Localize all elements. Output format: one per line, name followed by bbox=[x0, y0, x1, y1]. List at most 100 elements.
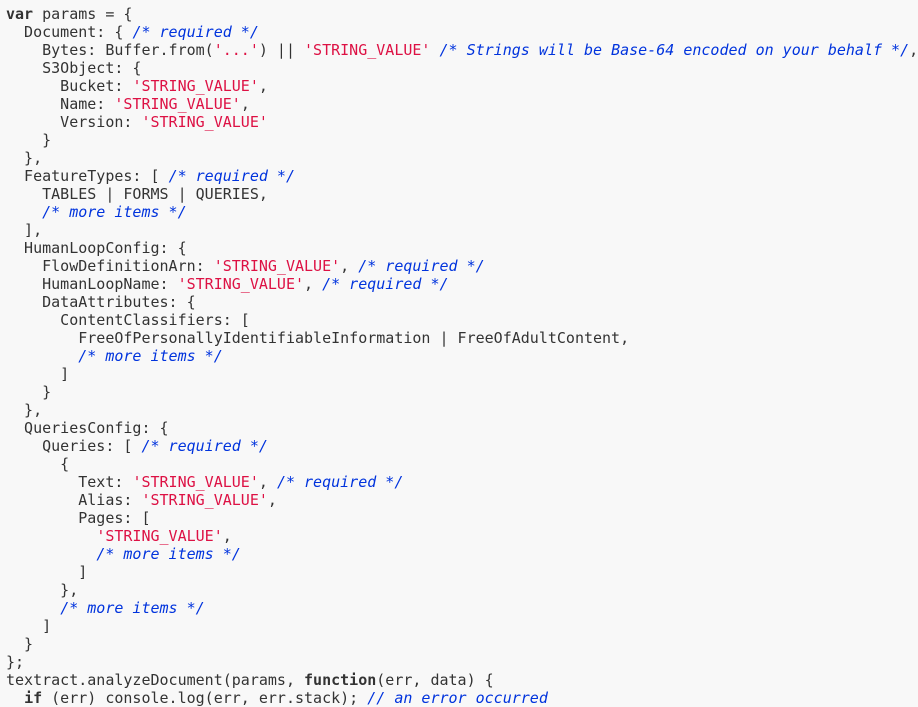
comment-token: /* required */ bbox=[168, 167, 295, 185]
code-text: }; bbox=[6, 653, 25, 671]
code-line: ] bbox=[0, 617, 749, 635]
code-text: ] bbox=[6, 365, 70, 383]
code-text bbox=[6, 689, 24, 707]
comment-token: /* Strings will be Base-64 encoded on yo… bbox=[439, 41, 910, 59]
code-text bbox=[6, 599, 60, 617]
code-text: Document: { bbox=[6, 23, 133, 41]
code-line: FlowDefinitionArn: 'STRING_VALUE', /* re… bbox=[0, 257, 749, 275]
code-text: Bytes: Buffer.from( bbox=[6, 41, 214, 59]
code-text: , bbox=[240, 95, 250, 113]
code-text: , bbox=[304, 275, 323, 293]
string-token: 'STRING_VALUE' bbox=[96, 527, 223, 545]
code-text bbox=[6, 527, 96, 545]
keyword-token: var bbox=[6, 5, 34, 23]
comment-token: /* more items */ bbox=[78, 347, 223, 365]
code-text: , bbox=[909, 41, 918, 59]
code-line: /* more items */ bbox=[0, 599, 749, 617]
code-text: ], bbox=[6, 221, 43, 239]
code-line: } bbox=[0, 635, 749, 653]
code-text: FeatureTypes: [ bbox=[6, 167, 169, 185]
keyword-token: if bbox=[24, 689, 43, 707]
code-text: Alias: bbox=[6, 491, 142, 509]
code-text: Queries: [ bbox=[6, 437, 142, 455]
code-text: , bbox=[267, 491, 277, 509]
code-text: S3Object: { bbox=[6, 59, 142, 77]
code-line: } bbox=[0, 383, 749, 401]
comment-token: /* required */ bbox=[358, 257, 485, 275]
string-token: 'STRING_VALUE' bbox=[132, 473, 259, 491]
code-line: /* more items */ bbox=[0, 203, 749, 221]
code-text: }, bbox=[6, 581, 79, 599]
code-text: ] bbox=[6, 563, 88, 581]
string-token: 'STRING_VALUE' bbox=[141, 113, 268, 131]
code-text bbox=[6, 545, 96, 563]
code-text bbox=[6, 347, 78, 365]
code-text: , bbox=[222, 527, 232, 545]
code-text bbox=[430, 41, 439, 59]
code-line: HumanLoopConfig: { bbox=[0, 239, 749, 257]
string-token: 'STRING_VALUE' bbox=[304, 41, 431, 59]
code-text: } bbox=[6, 131, 52, 149]
code-text: Name: bbox=[6, 95, 115, 113]
code-text bbox=[6, 203, 42, 221]
code-line: DataAttributes: { bbox=[0, 293, 749, 311]
string-token: 'STRING_VALUE' bbox=[177, 275, 305, 293]
code-line: TABLES | FORMS | QUERIES, bbox=[0, 185, 749, 203]
code-line: }, bbox=[0, 581, 749, 599]
code-line: } bbox=[0, 131, 749, 149]
code-line: }; bbox=[0, 653, 749, 671]
code-text: Bucket: bbox=[6, 77, 133, 95]
code-line: S3Object: { bbox=[0, 59, 749, 77]
code-text: HumanLoopConfig: { bbox=[6, 239, 187, 257]
comment-token: // an error occurred bbox=[367, 689, 548, 707]
code-line: var params = { bbox=[0, 5, 749, 23]
code-line: Bytes: Buffer.from('...') || 'STRING_VAL… bbox=[0, 41, 918, 59]
code-line: ], bbox=[0, 221, 749, 239]
code-line: FreeOfPersonallyIdentifiableInformation … bbox=[0, 329, 749, 347]
code-line: }, bbox=[0, 149, 749, 167]
comment-token: /* required */ bbox=[276, 473, 404, 491]
code-text: }, bbox=[6, 401, 43, 419]
string-token: '...' bbox=[213, 41, 259, 59]
code-line: /* more items */ bbox=[0, 347, 749, 365]
code-line: QueriesConfig: { bbox=[0, 419, 749, 437]
code-text: , bbox=[258, 473, 277, 491]
code-line: ContentClassifiers: [ bbox=[0, 311, 749, 329]
code-text: (err) console.log(err, err.stack); bbox=[42, 689, 368, 707]
code-line: textract.analyzeDocument(params, functio… bbox=[0, 671, 749, 689]
code-line: Name: 'STRING_VALUE', bbox=[0, 95, 749, 113]
comment-token: /* required */ bbox=[132, 23, 259, 41]
code-text: DataAttributes: { bbox=[6, 293, 196, 311]
code-block: var params = { Document: { /* required *… bbox=[0, 5, 918, 707]
code-text: FreeOfPersonallyIdentifiableInformation … bbox=[6, 329, 630, 347]
string-token: 'STRING_VALUE' bbox=[213, 257, 341, 275]
code-text: , bbox=[258, 77, 268, 95]
string-token: 'STRING_VALUE' bbox=[114, 95, 241, 113]
comment-token: /* more items */ bbox=[60, 599, 205, 617]
comment-token: /* more items */ bbox=[42, 203, 187, 221]
code-line: Alias: 'STRING_VALUE', bbox=[0, 491, 749, 509]
code-text: } bbox=[6, 635, 34, 653]
code-text: ] bbox=[6, 617, 52, 635]
code-text: { bbox=[6, 455, 70, 473]
code-line: { bbox=[0, 455, 749, 473]
code-text: textract.analyzeDocument(params, bbox=[6, 671, 305, 689]
code-line: Version: 'STRING_VALUE' bbox=[0, 113, 749, 131]
code-line: Queries: [ /* required */ bbox=[0, 437, 749, 455]
code-text: QueriesConfig: { bbox=[6, 419, 169, 437]
comment-token: /* required */ bbox=[322, 275, 449, 293]
code-line: /* more items */ bbox=[0, 545, 749, 563]
comment-token: /* required */ bbox=[141, 437, 268, 455]
code-text: HumanLoopName: bbox=[6, 275, 178, 293]
code-line: Document: { /* required */ bbox=[0, 23, 749, 41]
code-line: HumanLoopName: 'STRING_VALUE', /* requir… bbox=[0, 275, 749, 293]
code-text: Text: bbox=[6, 473, 133, 491]
comment-token: /* more items */ bbox=[96, 545, 241, 563]
code-text: , bbox=[340, 257, 359, 275]
code-text: Version: bbox=[6, 113, 142, 131]
code-line: ] bbox=[0, 365, 749, 383]
code-text: }, bbox=[6, 149, 43, 167]
code-text: TABLES | FORMS | QUERIES, bbox=[6, 185, 268, 203]
keyword-token: function bbox=[304, 671, 377, 689]
code-line: Pages: [ bbox=[0, 509, 749, 527]
